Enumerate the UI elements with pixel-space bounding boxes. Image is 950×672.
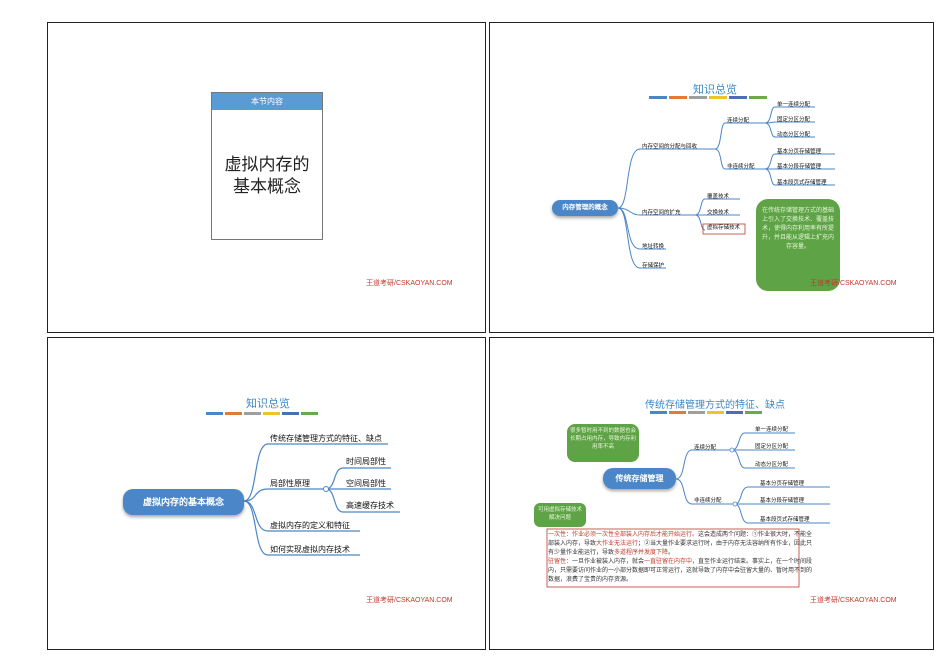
- node-definition: 虚拟内存的定义和特征: [270, 521, 350, 530]
- slide-2: 知识总览: [489, 22, 934, 333]
- mindmap-connectors: [617, 106, 835, 269]
- title-color-bars: [650, 411, 762, 414]
- node-contig-2: 固定分区分配: [777, 117, 811, 123]
- node-noncontig-2: 基本分段存储管理: [777, 164, 822, 170]
- node-contig-3: 动态分区分配: [777, 132, 811, 138]
- node-virtual-storage: 虚拟存储技术: [707, 225, 741, 231]
- text-once-heading: 一次性：作业必须一次性全部装入内存后才能开始运行。: [548, 532, 699, 538]
- mindmap-connectors: [243, 443, 400, 556]
- slide-title: 传统存储管理方式的特征、缺点: [645, 400, 785, 411]
- text-line: 这会造成两个问题：①作业很大时，不能全: [698, 532, 813, 538]
- node-noncontig-1: 基本分页存储管理: [760, 481, 805, 487]
- slide-title: 知识总览: [246, 398, 290, 410]
- card-header: 本节内容: [212, 93, 322, 110]
- text-line: 部装入内存，导致: [548, 541, 597, 547]
- slide-4: 传统存储管理方式的特征、缺点 很多暂时用不到的数据也会长期占用内存，导致内存利用…: [489, 337, 934, 650]
- root-node: 传统存储管理: [603, 468, 676, 489]
- text-line: 。: [668, 550, 675, 556]
- node-address-translation: 地址转换: [642, 244, 665, 250]
- mindmap-connectors: [546, 432, 830, 588]
- text-line: ；②当大量作业要求运行时，由于内存无法容纳所有作业，因此只: [638, 541, 813, 547]
- text-line: 一旦作业被装入内存，就会: [572, 559, 645, 565]
- section-card: 本节内容 虚拟内存的 基本概念: [211, 92, 323, 240]
- card-title-line2: 基本概念: [233, 177, 301, 196]
- node-memory-protection: 存储保护: [642, 263, 665, 269]
- node-implementation: 如何实现虚拟内存技术: [270, 545, 350, 554]
- footer-watermark: 王道考研/CSKAOYAN.COM: [366, 280, 453, 287]
- footer-watermark: 王道考研/CSKAOYAN.COM: [810, 280, 897, 287]
- note-bubble: 在传统存储管理方式的基础上引入了交换技术、覆盖技术，使得内存利用率有所提升，并且…: [756, 199, 840, 291]
- node-noncontig-3: 基本段页式存储管理: [777, 180, 827, 186]
- footer-watermark: 王道考研/CSKAOYAN.COM: [366, 597, 453, 604]
- node-noncontiguous: 非连续分配: [694, 498, 722, 504]
- node-noncontig-3: 基本段页式存储管理: [760, 517, 810, 523]
- text-highlight: 多道程序并发度下降: [614, 550, 669, 556]
- node-noncontig-1: 基本分页存储管理: [777, 149, 822, 155]
- slide-title: 知识总览: [693, 84, 737, 96]
- text-line: ，直至作业运行结束。事实上，在一个时间段: [692, 559, 813, 565]
- node-expand: 内存空间的扩充: [642, 210, 681, 216]
- title-color-bars: [649, 96, 767, 99]
- text-line: 内，只需要访问作业的一小部分数据即可正常运行，这就导致了内存中会驻留大量的、暂时…: [548, 568, 813, 574]
- root-node: 内存管理的概念: [552, 200, 618, 216]
- card-title: 虚拟内存的 基本概念: [212, 154, 322, 198]
- node-cache: 高速缓存技术: [346, 501, 394, 510]
- node-traditional: 传统存储管理方式的特征、缺点: [270, 434, 382, 443]
- title-color-bars: [206, 412, 318, 415]
- note-bubble-data-waste: 很多暂时用不到的数据也会长期占用内存，导致内存利用率不高: [567, 424, 639, 462]
- text-line: 数据，浪费了宝贵的内存资源。: [548, 577, 633, 583]
- node-contig-2: 固定分区分配: [755, 444, 789, 450]
- root-node: 虚拟内存的基本概念: [123, 489, 244, 515]
- node-contiguous: 连续分配: [694, 445, 717, 451]
- node-noncontig-2: 基本分段存储管理: [760, 498, 805, 504]
- node-contiguous: 连续分配: [727, 118, 750, 124]
- text-highlight: 大作业无法运行: [596, 541, 639, 547]
- node-alloc-recycle: 内存空间的分配与回收: [642, 144, 698, 150]
- note-bubble-solution: 可用虚拟存储技术解决问题: [534, 503, 586, 527]
- node-contig-1: 单一连续分配: [777, 102, 811, 108]
- node-spatial-locality: 空间局部性: [346, 479, 386, 488]
- text-resident-heading: 驻留性：: [548, 559, 573, 565]
- node-contig-1: 单一连续分配: [755, 427, 789, 433]
- text-line: 有少量作业能运行，导致: [548, 550, 615, 556]
- slide-1: 本节内容 虚拟内存的 基本概念 王道考研/CSKAOYAN.COM: [47, 22, 486, 333]
- node-locality: 局部性原理: [270, 479, 310, 488]
- text-highlight: 一直驻留在内存中: [644, 559, 693, 565]
- node-swap: 交换技术: [707, 210, 730, 216]
- slide-3: 知识总览 虚拟内存的基本概念 传统存储管理方式的特征、缺点 局部性原理 时间局部…: [47, 337, 486, 650]
- node-noncontiguous: 非连续分配: [727, 164, 755, 170]
- node-overlay: 覆盖技术: [707, 194, 730, 200]
- node-temporal-locality: 时间局部性: [346, 457, 386, 466]
- node-contig-3: 动态分区分配: [755, 462, 789, 468]
- footer-watermark: 王道考研/CSKAOYAN.COM: [810, 597, 897, 604]
- explanation-paragraph: 一次性：作业必须一次性全部装入内存后才能开始运行。这会造成两个问题：①作业很大时…: [548, 531, 898, 585]
- card-title-line1: 虚拟内存的: [224, 155, 310, 174]
